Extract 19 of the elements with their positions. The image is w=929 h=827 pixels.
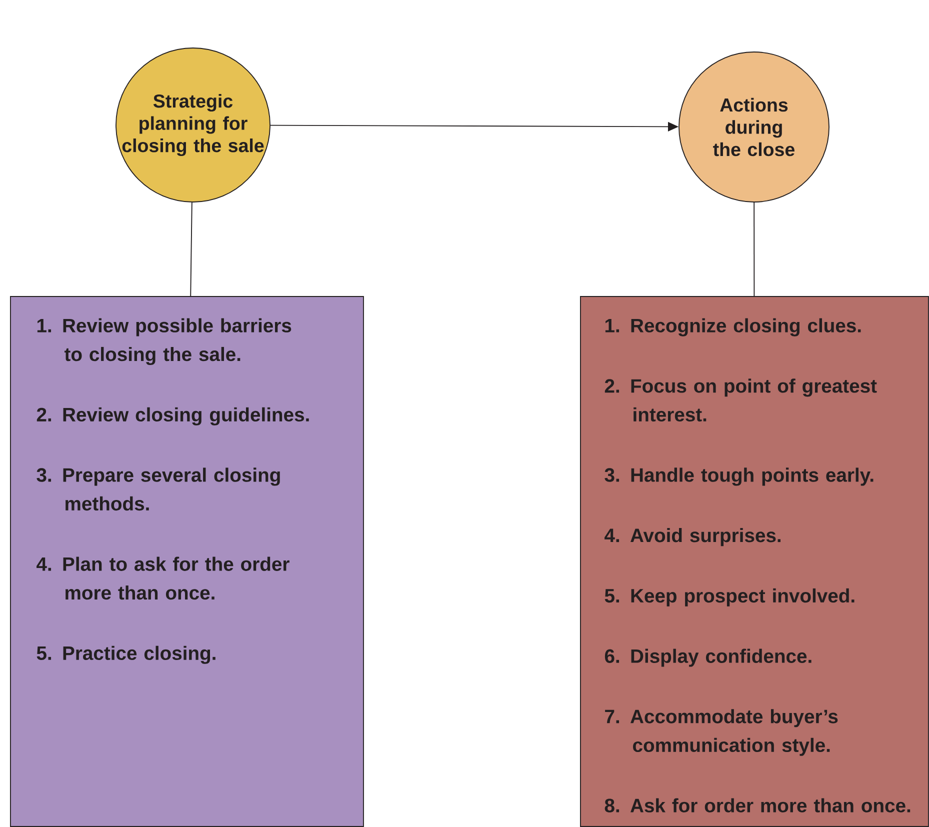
list-item: 3. Prepare several closing methods. [36, 468, 280, 511]
list-item: 2. Review closing guidelines. [36, 407, 309, 426]
list-item: 4. Avoid surprises. [604, 528, 780, 546]
list-item: 5. Keep prospect involved. [604, 588, 854, 606]
list-item: 1. Recognize closing clues. [605, 318, 861, 336]
list-item: 1. Review possible barriers to closing the sale. [37, 318, 292, 366]
list-item: 7. Accommodate buyer’s communication style. [605, 709, 838, 756]
list-item: 2. Focus on point of greatest interest. [604, 378, 877, 422]
list-item: 4. Plan to ask for the order more than once. [36, 556, 290, 600]
list-item: 3. Handle tough points early. [604, 468, 874, 486]
list-panel [580, 296, 929, 827]
list-panel [10, 296, 364, 827]
connector [190, 202, 192, 296]
circle-node: Strategic planning for closing the sale [116, 48, 270, 202]
list-item: 5. Practice closing. [36, 646, 216, 664]
list-item: 6. Display confidence. [604, 648, 812, 667]
connector [754, 202, 755, 296]
circle-node: Actions during the close [678, 52, 830, 202]
list-item: 8. Ask for order more than once. [604, 798, 910, 812]
